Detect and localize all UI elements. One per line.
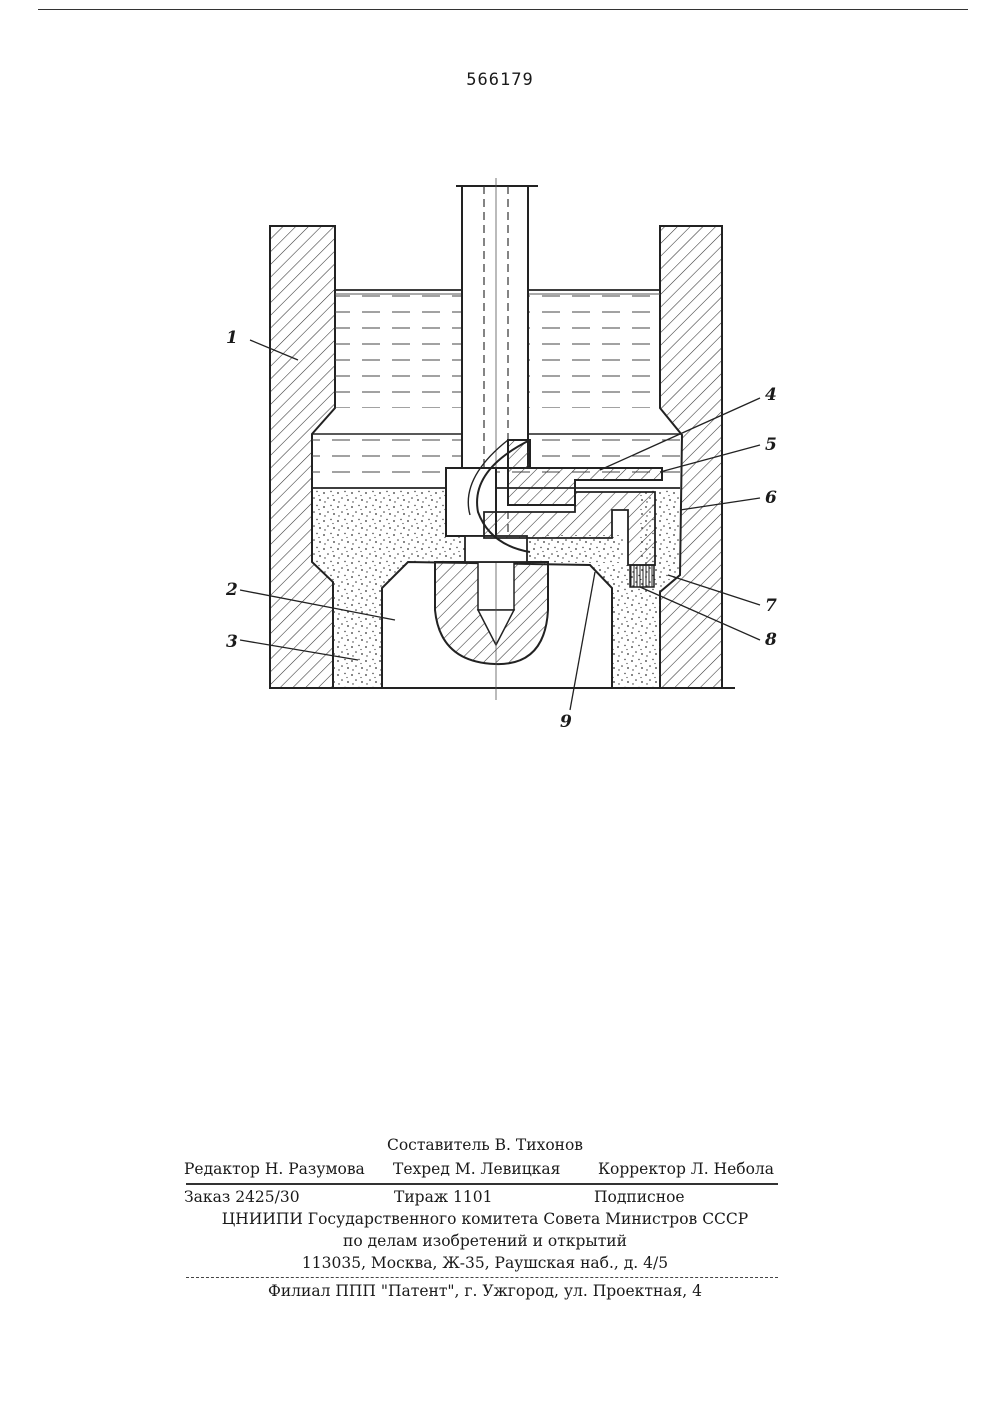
figure-label-9: 9 <box>560 712 572 732</box>
branch-line: Филиал ППП "Патент", г. Ужгород, ул. Про… <box>180 1282 790 1300</box>
compiler-line: Составитель В. Тихонов <box>180 1136 790 1154</box>
figure-label-2: 2 <box>226 580 238 600</box>
org-line-2: по делам изобретений и открытий <box>180 1232 790 1250</box>
figure-label-1: 1 <box>226 328 238 348</box>
figure-label-8: 8 <box>765 630 777 650</box>
figure-label-3: 3 <box>226 632 238 652</box>
imprint-rule-1 <box>186 1183 778 1185</box>
print-run-line: Тираж 1101 <box>394 1188 492 1206</box>
editor-line: Редактор Н. Разумова <box>184 1160 365 1178</box>
figure-label-7: 7 <box>765 596 777 616</box>
figure-label-6: 6 <box>765 488 777 508</box>
sand-zone-mid <box>528 535 623 563</box>
technical-drawing <box>0 0 1000 760</box>
order-line: Заказ 2425/30 <box>184 1188 300 1206</box>
figure-label-4: 4 <box>765 385 777 405</box>
corrector-line: Корректор Л. Небола <box>598 1160 774 1178</box>
rod <box>462 186 528 468</box>
element-8 <box>630 565 654 587</box>
tech-editor-line: Техред М. Левицкая <box>393 1160 560 1178</box>
imprint-rule-2 <box>186 1277 778 1278</box>
org-line-1: ЦНИИПИ Государственного комитета Совета … <box>180 1210 790 1228</box>
subscription-line: Подписное <box>594 1188 685 1206</box>
figure-label-5: 5 <box>765 435 777 455</box>
address-line: 113035, Москва, Ж-35, Раушская наб., д. … <box>180 1254 790 1272</box>
